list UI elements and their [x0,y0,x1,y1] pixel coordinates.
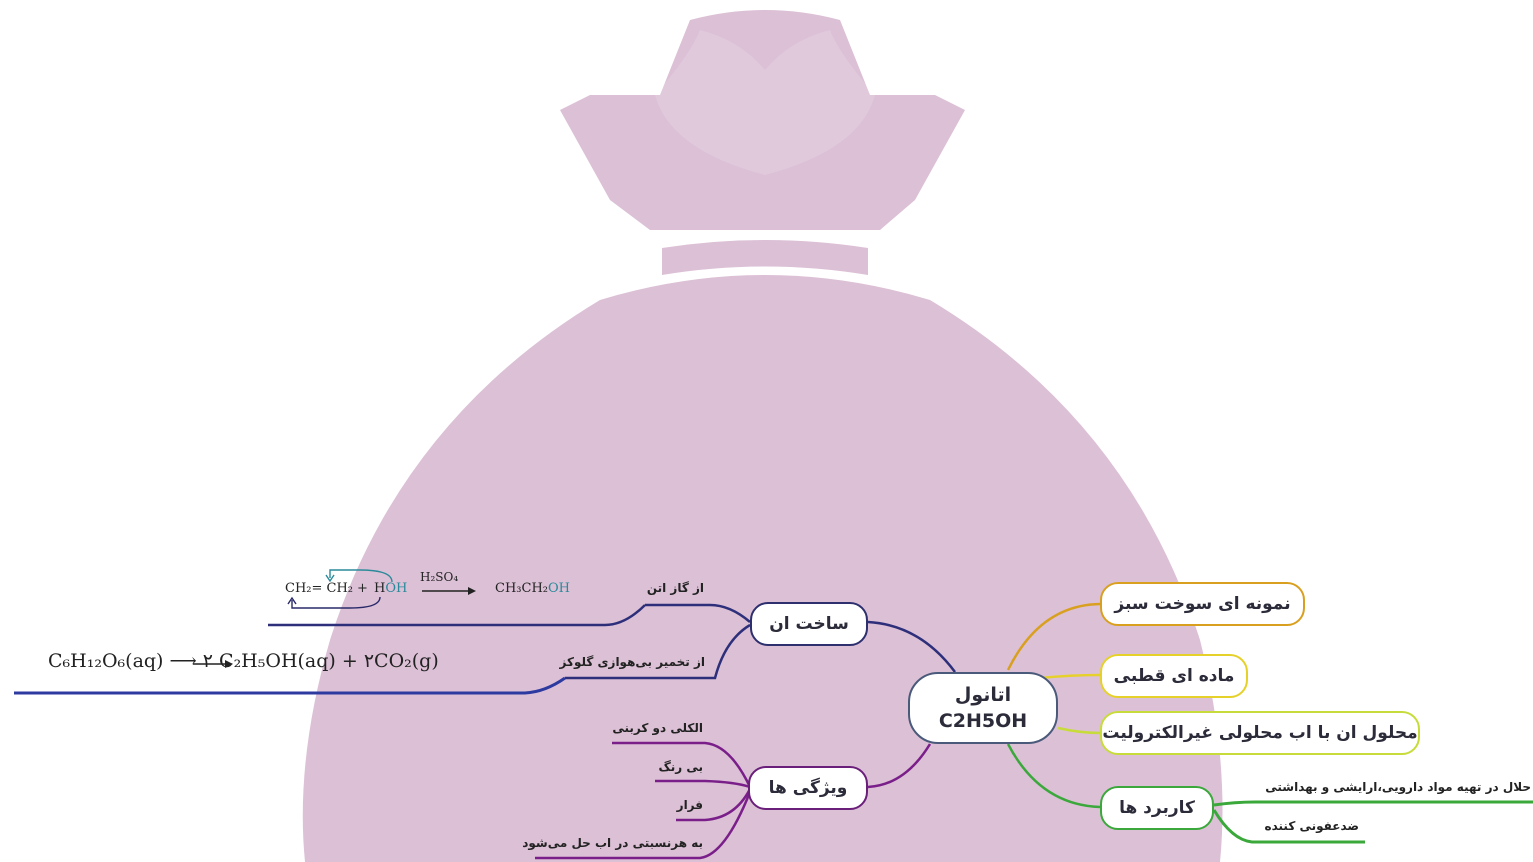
connector-properties-1 [612,741,752,788]
branch-solution-label: محلول ان با اب محلولی غیرالکترولیت [1102,723,1418,743]
branch-uses-label: کاربرد ها [1119,798,1195,818]
connector-center-making [867,620,957,673]
connector-making-ethene [645,603,751,623]
ethene-reactant: CH₂= CH₂ [285,581,353,596]
leaf-volatile[interactable]: فرار [676,798,703,812]
product-oh: OH [548,581,570,596]
connector-uses-2 [1212,809,1365,844]
leaf-from-fermentation[interactable]: از تخمیر بی‌هوازی گلوکز [559,655,705,669]
center-formula: C2H5OH [938,710,1028,732]
catalyst-label: H₂SO₄ [420,570,459,584]
connector-center-green-fuel [1006,602,1101,671]
product-chain: CH₃CH₂ [495,581,548,596]
branch-polar-label: ماده ای قطبی [1113,666,1235,686]
connector-center-properties [867,743,932,789]
branch-properties-label: ویژگی ها [768,778,848,798]
underline-fermentation-equation [14,676,566,695]
connector-making-fermentation [565,623,751,680]
branch-polar[interactable]: ماده ای قطبی [1100,654,1248,698]
fermentation-equation: C₆H₁₂O₆(aq) ⟶ ۲ C₂H₅OH(aq) + ۲CO₂(g) [48,650,439,672]
leaf-two-carbon-alcohol[interactable]: الکلی دو کربنی [612,721,703,735]
branch-making[interactable]: ساخت ان [750,602,868,646]
ethanol-product: CH₃CH₂OH [495,581,570,596]
branch-properties[interactable]: ویژگی ها [748,766,868,810]
water-h: H [374,581,386,596]
connector-center-solution [1057,726,1101,735]
electron-arrows [287,569,393,609]
plus-sign: + [357,581,368,596]
connector-properties-2 [655,779,751,789]
leaf-colorless[interactable]: بی رنگ [658,760,703,774]
branch-green-fuel-label: نمونه ای سوخت سبز [1114,594,1291,614]
ethene-formula: CH₂= CH₂ [285,581,354,596]
water-formula: HOH [374,581,407,596]
branch-green-fuel[interactable]: نمونه ای سوخت سبز [1100,582,1305,626]
leaf-from-ethene[interactable]: از گاز اتن [646,581,704,595]
underline-ethene-equation [268,604,646,627]
connector-properties-3 [676,788,752,822]
fermentation-arrow [193,660,233,668]
water-oh: OH [385,581,408,596]
branch-making-label: ساخت ان [769,614,849,634]
leaf-disinfectant[interactable]: ضدعفونی کننده [1264,819,1360,833]
center-title: اتانول [954,684,1012,706]
connector-uses-1 [1213,800,1533,807]
branch-solution[interactable]: محلول ان با اب محلولی غیرالکترولیت [1100,711,1420,755]
connector-center-uses [1006,743,1101,809]
center-node-ethanol[interactable]: اتانول C2H5OH [908,672,1058,744]
reaction-arrow [422,587,476,595]
connector-properties-4 [535,791,752,860]
leaf-miscible-in-water[interactable]: به هرنسبتی در اب حل می‌شود [522,836,703,850]
watermark-cutouts [655,30,875,175]
branch-uses[interactable]: کاربرد ها [1100,786,1214,830]
leaf-solvent-use[interactable]: حلال در تهیه مواد دارویی،ارایشی و بهداشت… [1265,780,1531,794]
